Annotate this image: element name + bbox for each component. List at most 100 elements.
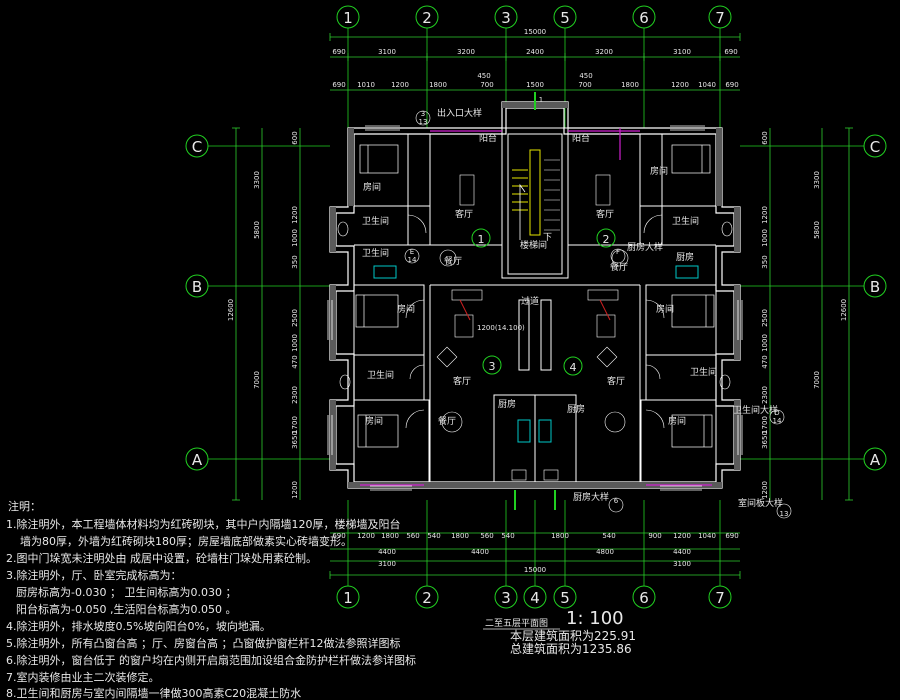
callout-num-7: 14	[773, 417, 782, 425]
axis-label-bottom-6: 6	[639, 589, 649, 607]
notes-line-10: 8.卫生间和厨房与室内间隔墙一律做300高素C20混凝土防水	[6, 686, 301, 700]
dim-right-inner-2: 1000	[761, 229, 769, 247]
notes-block: 注明： 1.除注明外，本工程墙体材料均为红砖砌块，其中户内隔墙120厚，楼梯墙及…	[6, 499, 416, 700]
dim-left-inner-1: 1200	[291, 206, 299, 224]
plan-title-block: 二至五层平面图 1: 100 本层建筑面积为225.91 总建筑面积为1235.…	[483, 608, 636, 656]
dim-top-row1: 690 3100 3200 2400 3200 3100 690	[332, 48, 737, 56]
dim-left-outer-0: 3300	[253, 171, 261, 189]
axis-label-top-2: 2	[422, 9, 432, 27]
dim-right-inner-7: 2300	[761, 386, 769, 404]
dim-right-inner-0: 600	[761, 131, 769, 144]
room-label-kitchen-br: 厨房	[567, 403, 585, 415]
dim-top-row2: 690 1010 1200 1800 700 1500 700 1800 120…	[332, 81, 738, 89]
room-label-living-tr: 客厅	[596, 208, 614, 220]
dim-bottom-row1-6: 560	[480, 532, 493, 540]
unit-label-4: 4	[570, 361, 577, 374]
dim-left-inner-4: 2500	[291, 309, 299, 327]
room-label-kitchen-bl: 厨房	[498, 398, 516, 410]
axis-label-bottom-4: 4	[530, 589, 540, 607]
dim-bottom-row1-11: 1200	[673, 532, 691, 540]
balcony-lines	[360, 128, 712, 486]
dimension-ticks	[232, 33, 853, 579]
dim-left-inner-2: 1000	[291, 229, 299, 247]
room-label-dining-l: 餐厅	[444, 255, 462, 267]
room-label-balcony-r: 阳台	[572, 132, 590, 144]
notes-line-5: 阳台标高为-0.050 ,生活阳台标高为0.050 。	[16, 602, 236, 616]
dim-bottom-row2-3: 4400	[673, 548, 691, 556]
room-label-living-tl: 客厅	[455, 208, 473, 220]
axis-label-bottom-7: 7	[715, 589, 725, 607]
unit-label-3: 3	[489, 360, 496, 373]
notes-line-6: 4.除注明外，排水坡度0.5%坡向阳台0%，坡向地漏。	[6, 619, 271, 633]
unit-label-2: 2	[603, 233, 610, 246]
axis-label-bottom-2: 2	[422, 589, 432, 607]
bathroom-fixtures	[337, 221, 733, 481]
room-label-bedroom-tr: 房间	[650, 165, 668, 177]
axis-labels: 1 2 3 5 6 7 1 2 3 4 5 6 7 C B A C B A	[192, 9, 881, 607]
dim-left-inner: 600 1200 1000 350 2500 1000 470 2300 170…	[291, 131, 299, 499]
door-swings	[405, 214, 665, 429]
dim-bottom-total: 15000	[524, 566, 546, 574]
callout-num-4: E	[410, 248, 414, 256]
dim-right-inner-3: 350	[761, 255, 769, 268]
dim-left-total: 12600	[227, 299, 235, 321]
notes-line-7: 5.除注明外，所有凸窗台高 ；厅、房窗台高 ；凸窗做护窗栏杆12做法参照详图标	[6, 636, 400, 650]
dim-top-row2-8: 1200	[671, 81, 689, 89]
dim-bottom-row3-1: 3100	[673, 560, 691, 568]
room-label-bath-ml: 卫生间	[367, 369, 394, 381]
dim-bottom-row2: 4400 4400 4800 4400	[378, 548, 691, 556]
dim-bottom-row1: 690 1200 1800 560 540 1800 560 540 1800 …	[332, 532, 738, 540]
callout-bubbles	[404, 110, 792, 519]
dim-top-row1-4: 3200	[595, 48, 613, 56]
room-label-bath-tl2: 卫生间	[362, 247, 389, 259]
dim-bottom-row1-2: 1800	[381, 532, 399, 540]
section-cut-marks	[514, 92, 556, 510]
callout-bubble-text: 3 13 14 D E F 6 14 13 1	[408, 96, 789, 518]
beds	[355, 144, 715, 448]
notes-line-2: 2.图中门垛宽未注明处由 成居中设置，砼墙柱门垛处用素砼制。	[6, 551, 317, 565]
axis-label-top-5: 5	[560, 9, 570, 27]
dim-right-inner-6: 470	[761, 355, 769, 368]
total-area: 总建筑面积为1235.86	[510, 641, 632, 656]
axis-leaders	[208, 28, 864, 586]
dim-right-inner-10: 1200	[761, 481, 769, 499]
callout-num-9: 1	[539, 96, 543, 104]
room-label-living-mr: 客厅	[607, 375, 625, 387]
dim-top-total: 15000	[524, 28, 546, 36]
room-label-corridor: 过道	[521, 295, 539, 307]
dim-left-inner-10: 1200	[291, 481, 299, 499]
callout-num-6: 6	[614, 497, 619, 505]
dim-top-450-right: 450	[579, 72, 592, 80]
unit-circle-4	[563, 356, 583, 376]
room-label-bedroom-bl: 房间	[365, 415, 383, 427]
dim-top-row1-1: 3100	[378, 48, 396, 56]
callout-num-1: 13	[419, 118, 428, 126]
dim-top-row1-3: 2400	[526, 48, 544, 56]
unit-circle-1	[471, 228, 491, 248]
dim-top-row2-9: 1040	[698, 81, 716, 89]
dim-left-inner-5: 1000	[291, 334, 299, 352]
callout-bedroom-detail: 室间板大样	[738, 497, 783, 509]
axis-label-bottom-5: 5	[560, 589, 570, 607]
axis-label-left-B: B	[192, 278, 202, 296]
dim-top-row2-6: 700	[578, 81, 591, 89]
dim-bottom-row2-2: 4800	[596, 548, 614, 556]
room-label-bedroom-tl: 房间	[363, 181, 381, 193]
dim-top-row2-10: 690	[725, 81, 738, 89]
dim-left-outer-1: 5800	[253, 221, 261, 239]
unit-label-1: 1	[478, 233, 485, 246]
callout-num-8: 13	[780, 510, 789, 518]
axis-label-right-A: A	[870, 451, 881, 469]
notes-line-9: 7.室内装修由业主二次装修定。	[6, 670, 160, 684]
room-label-bedroom-br: 房间	[668, 415, 686, 427]
dim-bottom-row1-5: 1800	[451, 532, 469, 540]
callout-elevation-mark: 1200(14.100)	[477, 324, 525, 332]
dim-right-inner-4: 2500	[761, 309, 769, 327]
room-label-living-ml: 客厅	[453, 375, 471, 387]
axis-label-top-7: 7	[715, 9, 725, 27]
notes-line-3: 3.除注明外，厅、卧室完成标高为：	[6, 568, 182, 582]
room-label-bedroom-mr: 房间	[656, 303, 674, 315]
axis-label-bottom-1: 1	[343, 589, 353, 607]
dimension-lines	[235, 36, 850, 576]
room-label-balcony-l: 阳台	[479, 132, 497, 144]
